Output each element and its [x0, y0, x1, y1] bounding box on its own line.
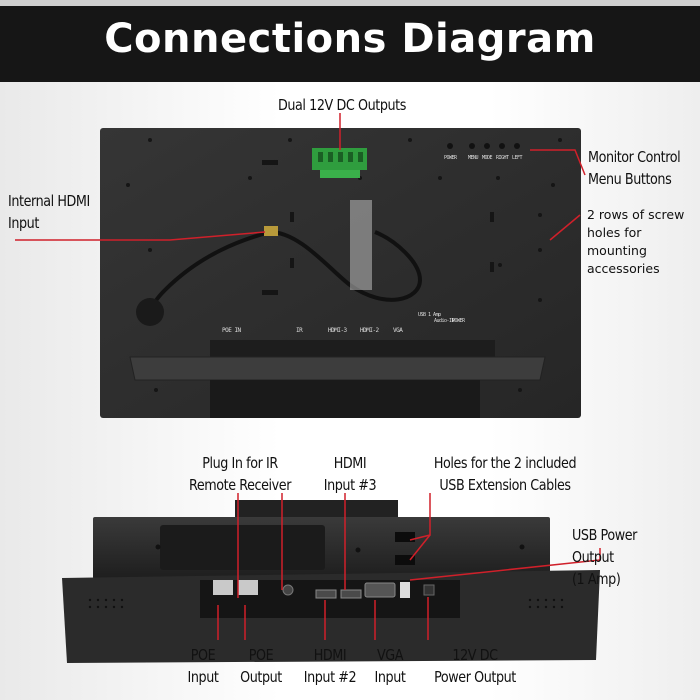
port-label-ir: IR [296, 327, 303, 334]
button-label-mode: MODE [482, 155, 493, 161]
port-label-usb: USB 1 Amp [418, 312, 441, 318]
top-cap [235, 500, 398, 520]
button-label-left: LEFT [512, 155, 523, 161]
dc-terminal-block [312, 148, 367, 178]
bottom-port-view [62, 500, 600, 663]
hdmi3-port [340, 589, 362, 599]
port-label-hdmi2: HDMI-2 [360, 327, 379, 334]
lower-enclosure [210, 380, 480, 418]
tape-strip [350, 200, 372, 290]
cable-hole [136, 298, 164, 326]
port-label-hdmi3: HDMI-3 [328, 327, 347, 334]
port-label-audio: Audio-IN [434, 318, 455, 324]
hdmi2-port [315, 589, 337, 599]
poe-input-port [213, 580, 233, 595]
page-title: Connections Diagram [104, 16, 596, 62]
vent-holes [88, 598, 564, 609]
header-bar: Connections Diagram [0, 0, 700, 82]
header-top-strip [0, 0, 700, 6]
port-label-poe-in: POE IN [222, 327, 241, 334]
callout-lines [15, 113, 601, 640]
menu-buttons [447, 143, 520, 149]
monitor-back-view [100, 128, 581, 418]
hdmi-connector [264, 226, 278, 236]
callout-usb-power: USB Power Output(1 Amp) [572, 526, 637, 588]
port-label-vga: VGA [393, 327, 403, 334]
poe-output-port [238, 580, 258, 595]
button-label-right: RIGHT [496, 155, 509, 161]
mounting-bracket [129, 356, 546, 381]
usb-hole-1 [395, 532, 415, 542]
button-label-menu: MENU [468, 155, 479, 161]
button-label-power: POWER [444, 155, 457, 161]
dc-power-port [423, 584, 435, 596]
port-label-power: POWER [452, 318, 465, 324]
cover-plate [160, 525, 325, 570]
usb-power-port [400, 582, 410, 598]
vga-port [364, 582, 396, 598]
callout-dual-dc: Dual 12V DC Outputs [278, 96, 406, 114]
usb-hole-2 [395, 555, 415, 565]
mounting-slots [262, 160, 494, 295]
ir-jack [282, 584, 294, 596]
